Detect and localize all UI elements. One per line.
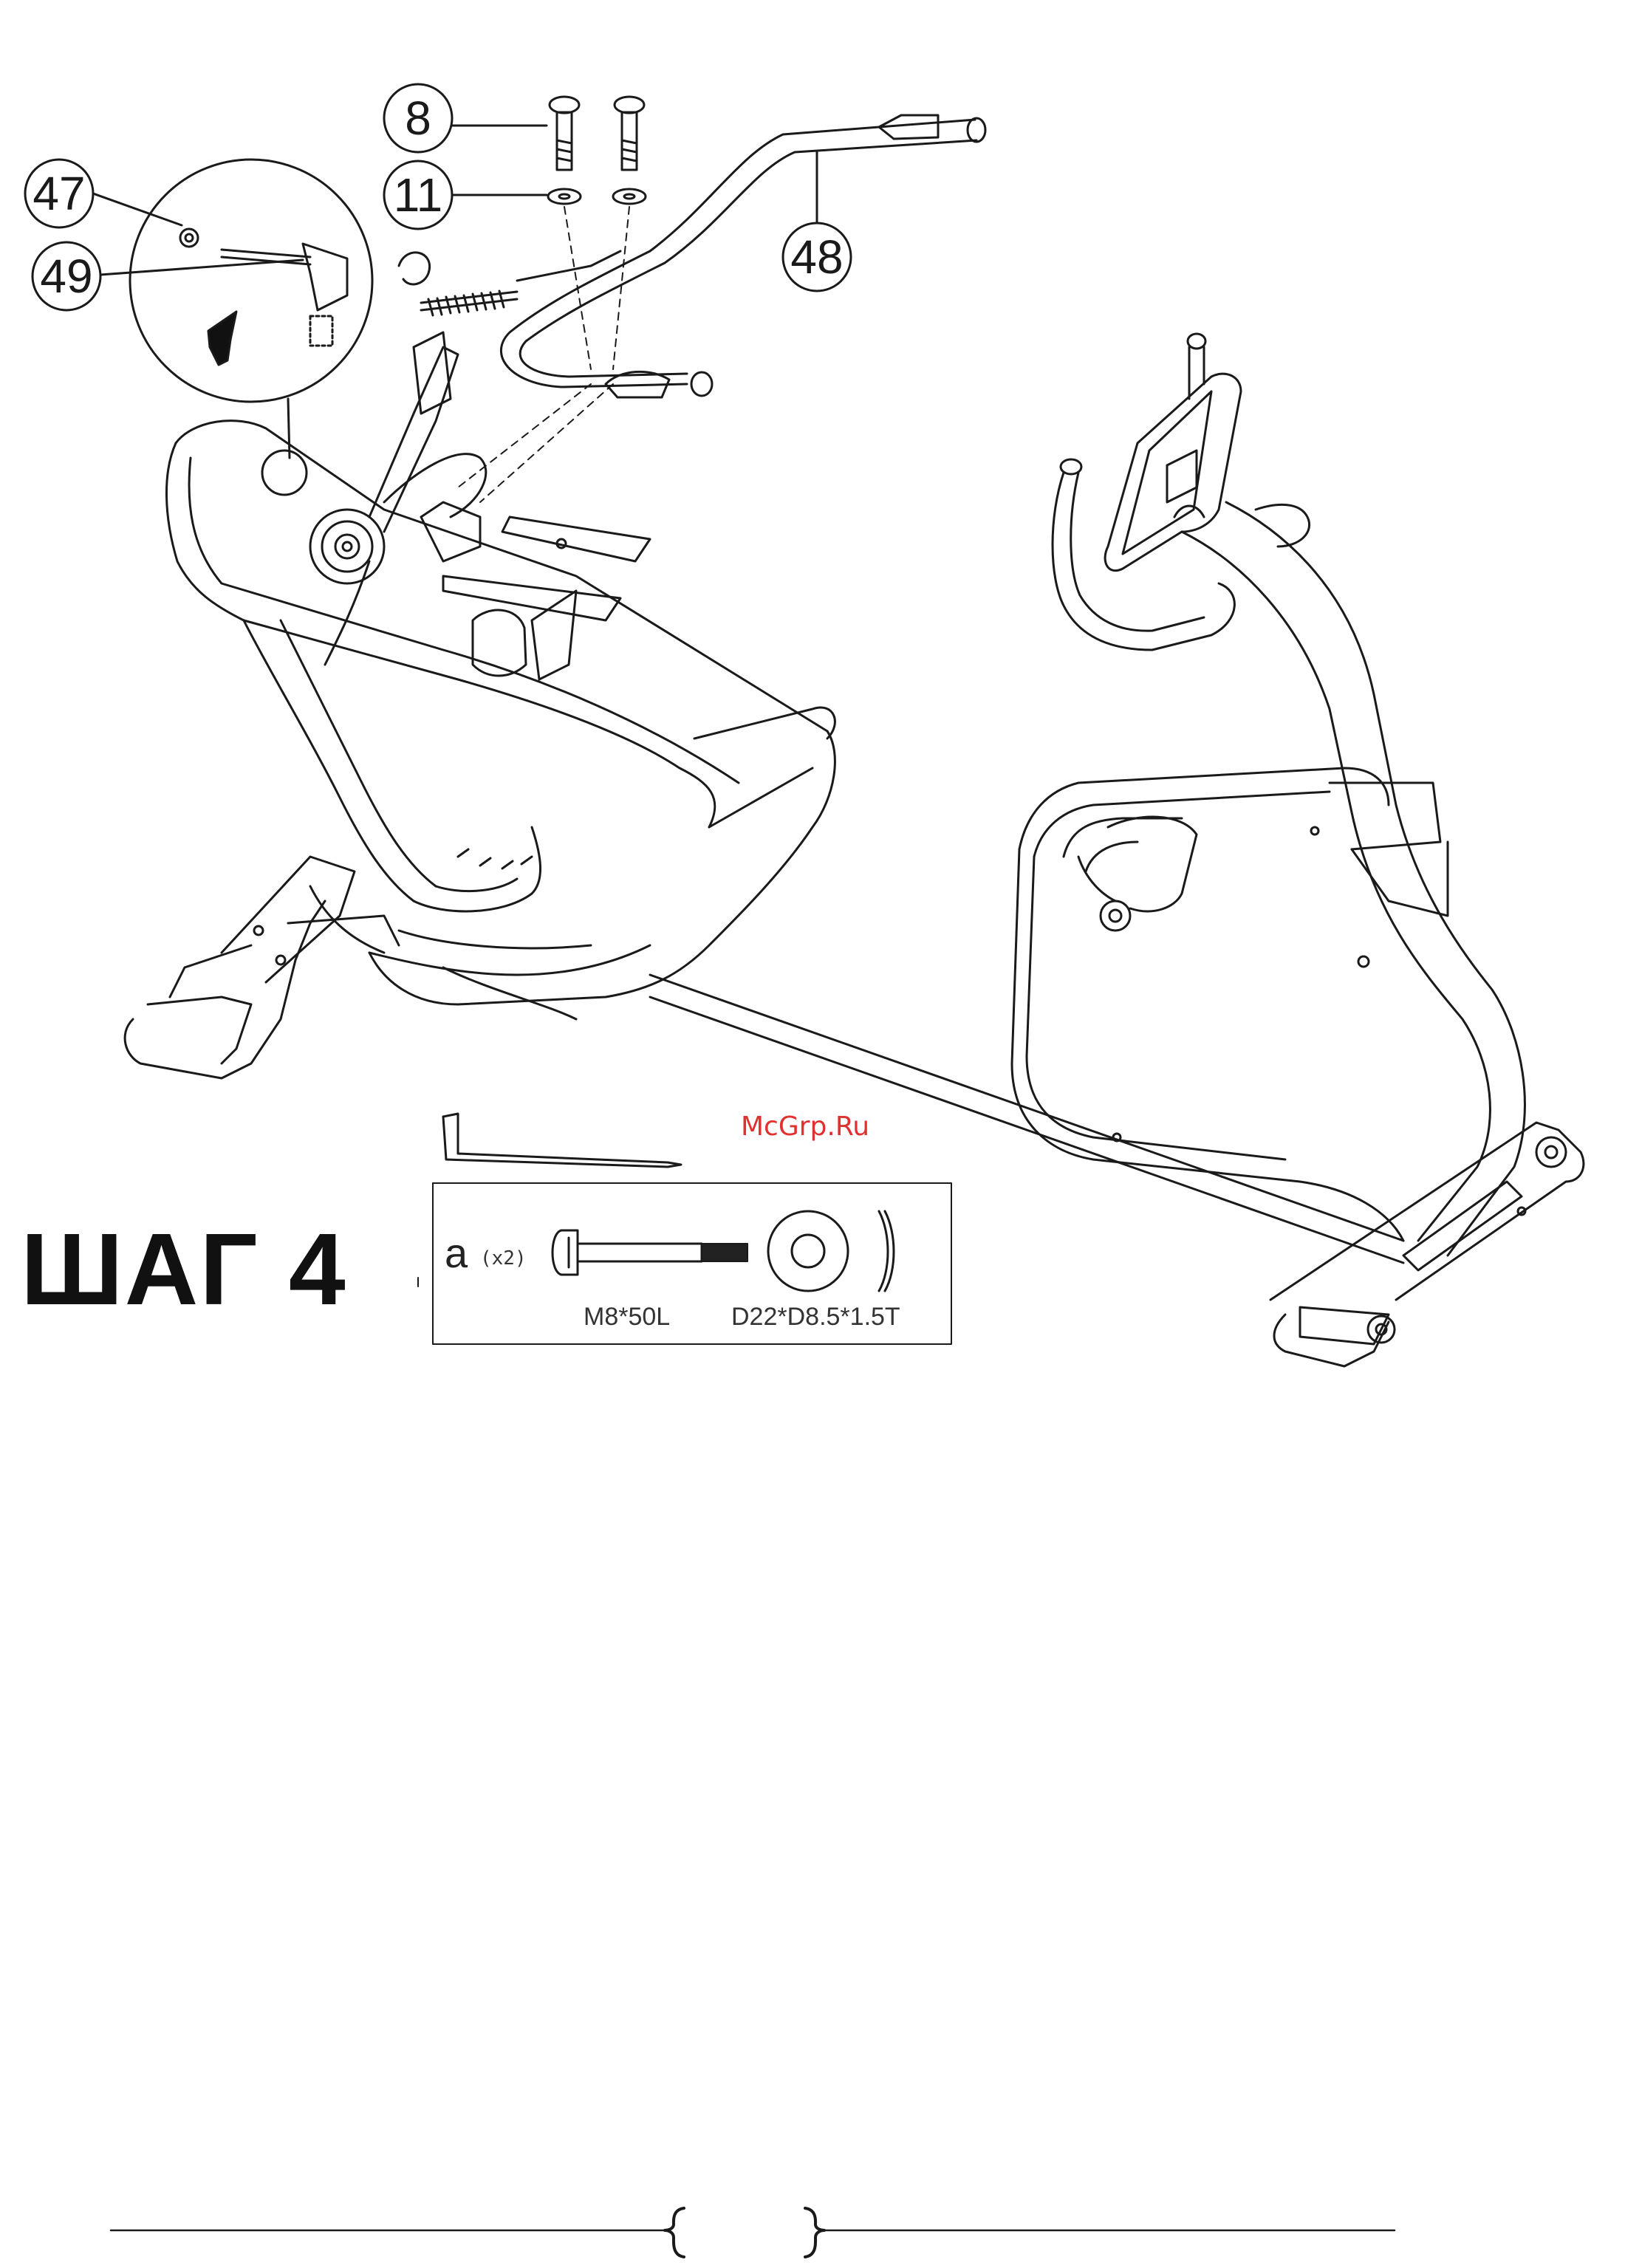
callout-49-label: 49 [40, 250, 92, 303]
detail-view [130, 160, 372, 458]
bolt-8-right [615, 97, 644, 170]
washer-11-left [548, 189, 581, 204]
callout-48: 48 [783, 151, 851, 291]
handlebar-48 [501, 115, 985, 397]
front-stabilizer [125, 857, 399, 1078]
page-footer-rule [111, 2208, 1395, 2257]
watermark-text: McGrp.Ru [741, 1114, 869, 1140]
callout-11: 11 [384, 161, 547, 229]
console-unit [1105, 374, 1241, 571]
crank-assembly [262, 332, 486, 665]
callout-8-label: 8 [405, 92, 431, 145]
bolt-8-left [550, 97, 579, 170]
bolt-guide-lines [458, 207, 629, 502]
bolt-m8-icon [552, 1230, 748, 1275]
front-housing [166, 421, 835, 1019]
allen-wrench-icon [443, 1114, 681, 1167]
callout-47-label: 47 [32, 167, 85, 220]
washer-profile-icon [879, 1211, 894, 1291]
hardware-letter: a [445, 1230, 468, 1276]
callout-47: 47 [25, 160, 182, 227]
cable-spring [399, 253, 517, 315]
step-title: ШАГ 4 [21, 1219, 347, 1320]
callout-8: 8 [384, 84, 547, 152]
washer-size-label: D22*D8.5*1.5T [731, 1303, 900, 1331]
rear-stabilizer [1270, 1123, 1584, 1366]
hardware-box: a (x2) M8*50L D22*D8.5*1.5T [433, 1183, 951, 1344]
washer-d22-icon [768, 1211, 848, 1291]
seat-frame [1012, 768, 1403, 1241]
callout-48-label: 48 [790, 230, 843, 284]
callout-11-label: 11 [394, 168, 442, 222]
hardware-quantity: (x2) [480, 1247, 527, 1270]
bolt-size-label: M8*50L [584, 1303, 670, 1331]
washer-11-right [613, 189, 646, 204]
